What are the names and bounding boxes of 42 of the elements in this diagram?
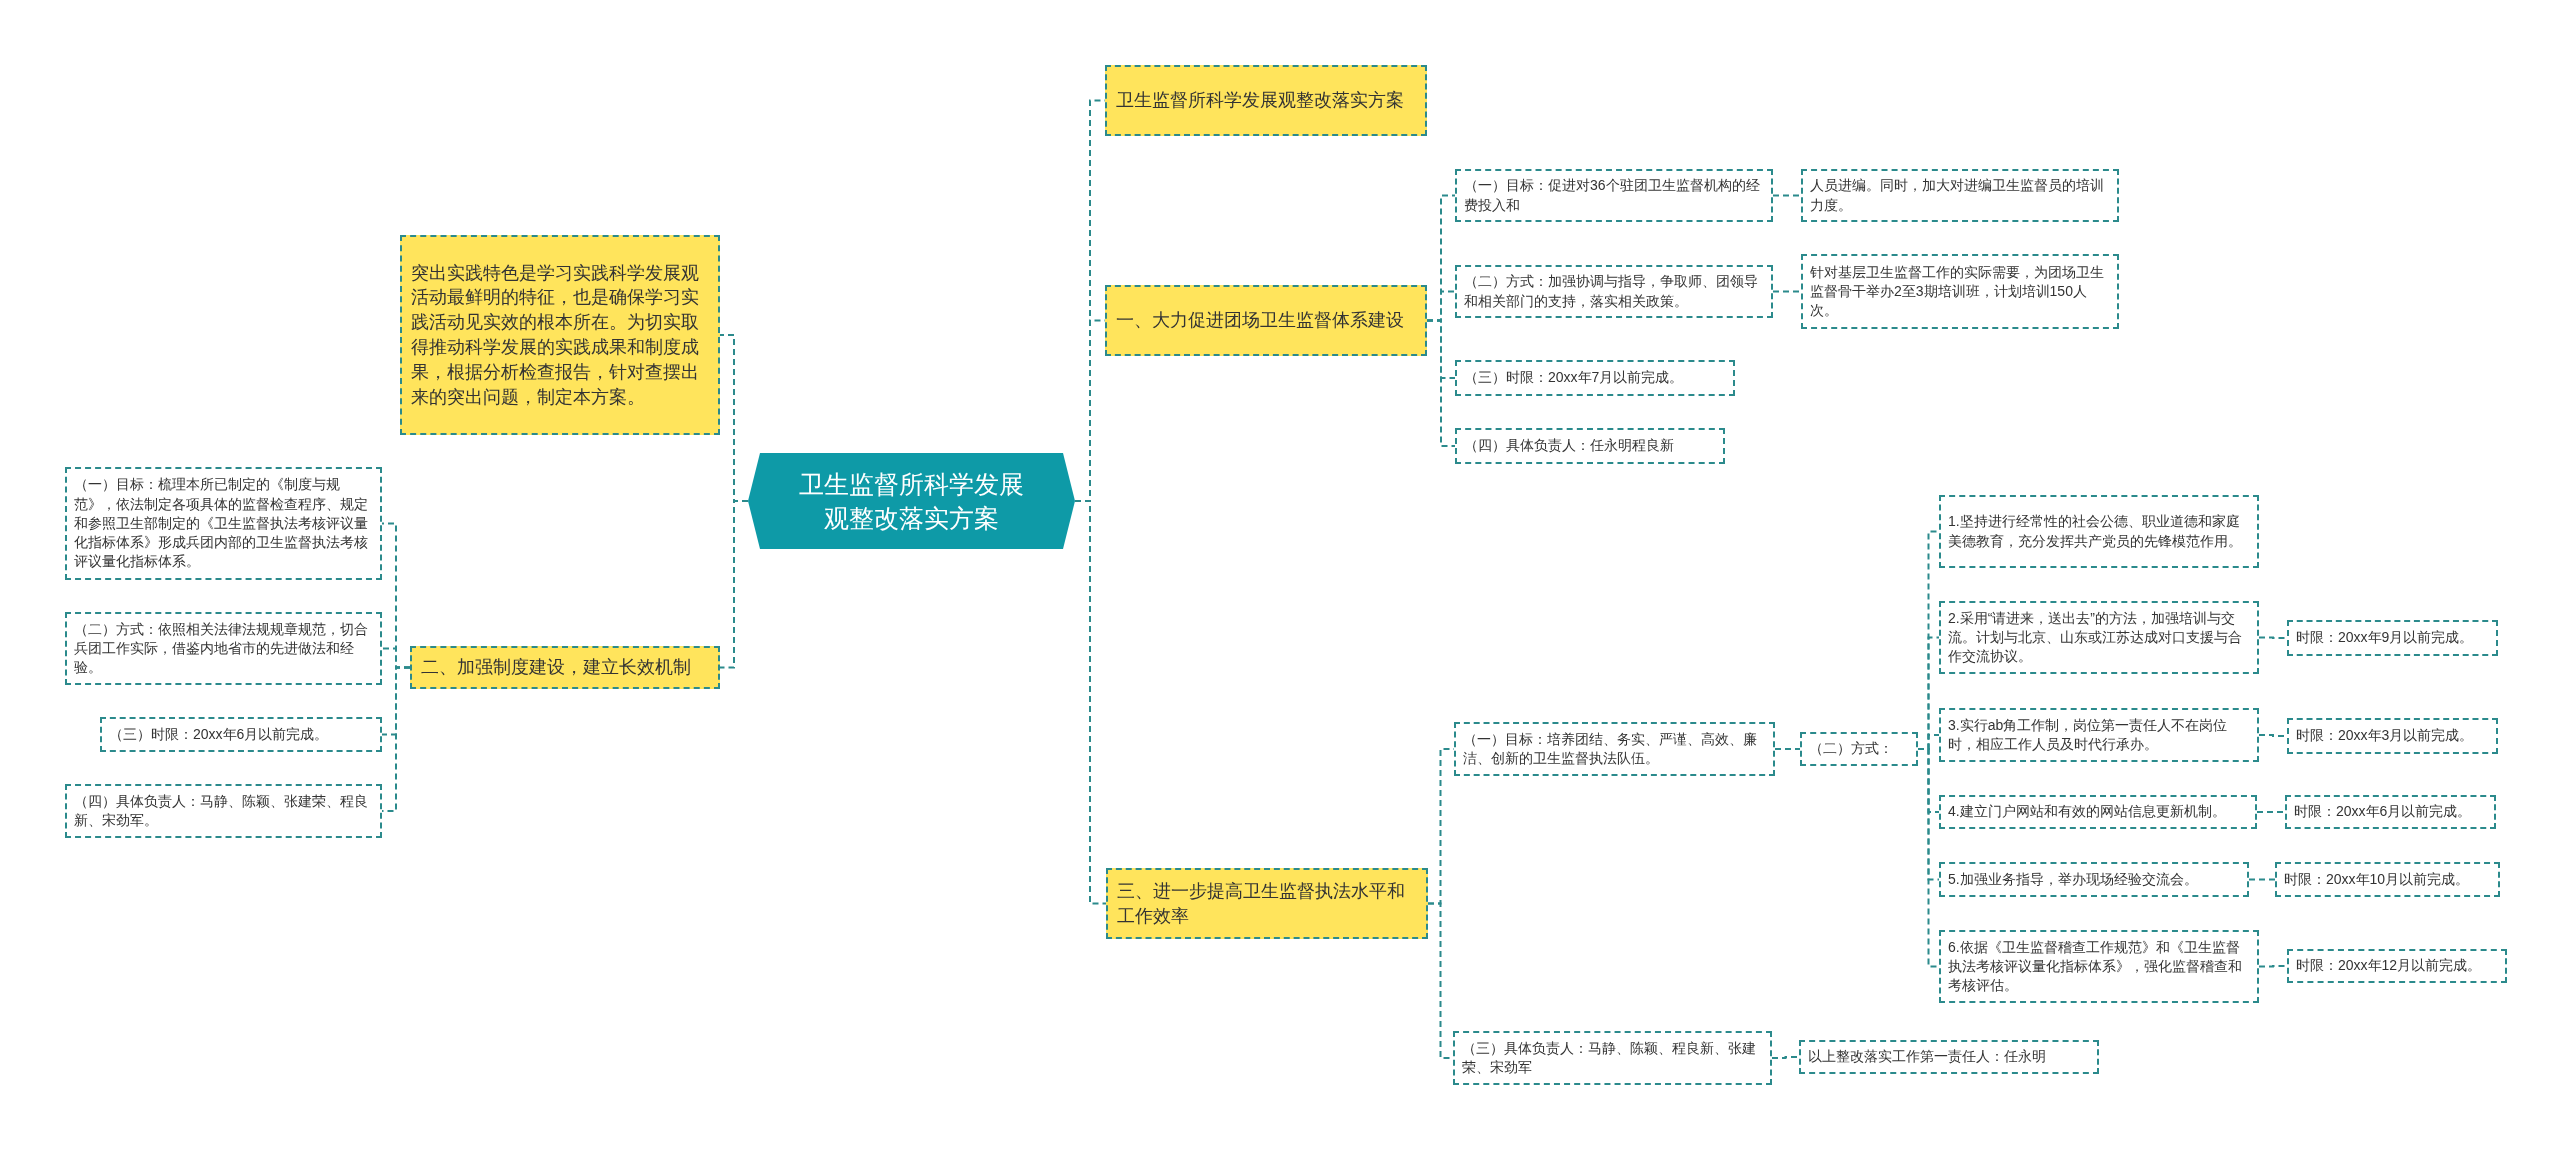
note-box: （三）时限：20xx年6月以前完成。 — [100, 717, 382, 752]
note-box: （二）方式：加强协调与指导，争取师、团领导和相关部门的支持，落实相关政策。 — [1455, 265, 1773, 318]
note-box: （二）方式：依照相关法律法规规章规范，切合兵团工作实际，借鉴内地省市的先进做法和经验。 — [65, 612, 382, 685]
connector-line — [1426, 319, 1456, 447]
branch-box: 一、大力促进团场卫生监督体系建设 — [1105, 285, 1427, 356]
note-box: 针对基层卫生监督工作的实际需要，为团场卫生监督骨干举办2至3期培训班，计划培训150人次。 — [1801, 254, 2119, 329]
note-box: （四）具体负责人：任永明程良新 — [1455, 428, 1725, 464]
connector-line — [1774, 748, 1801, 750]
branch-box: 突出实践特色是学习实践科学发展观活动最鲜明的特征，也是确保学习实践活动见实效的根本所在。为切实取得推动科学发展的实践成果和制度成果，根据分析检查报告，针对查摆出来的突出问题，制定本方案。 — [400, 235, 720, 435]
connector-line — [2256, 811, 2286, 813]
connector-line — [2258, 965, 2288, 968]
note-box: （一）目标：梳理本所已制定的《制度与规范》，依法制定各项具体的监督检查程序、规定和参照卫生部制定的《卫生监督执法考核评议量化指标体系》形成兵团内部的卫生监督执法考核评议量化指标体系。 — [65, 467, 382, 580]
note-box: 时限：20xx年12月以前完成。 — [2287, 949, 2507, 983]
note-box: 3.实行ab角工作制，岗位第一责任人不在岗位时，相应工作人员及时代行承办。 — [1939, 708, 2259, 762]
note-box: 以上整改落实工作第一责任人：任永明 — [1799, 1040, 2099, 1074]
connector-line — [719, 500, 749, 669]
connector-line — [1772, 194, 1802, 197]
note-box: （二）方式： — [1800, 732, 1918, 766]
note-box: （四）具体负责人：马静、陈颖、张建荣、程良新、宋劲军。 — [65, 784, 382, 838]
connector-line — [2248, 878, 2276, 881]
topic-hexagon: 卫生监督所科学发展观整改落实方案 — [748, 453, 1075, 549]
note-box: （一）目标：培养团结、务实、严谨、高效、廉洁、创新的卫生监督执法队伍。 — [1454, 722, 1775, 776]
connector-line — [2258, 636, 2288, 639]
note-box: （三）具体负责人：马静、陈颖、程良新、张建荣、宋劲军 — [1453, 1031, 1772, 1085]
note-box: 2.采用“请进来，送出去”的方法，加强培训与交流。计划与北京、山东或江苏达成对口支援与合作交流协议。 — [1939, 601, 2259, 674]
note-box: 1.坚持进行经常性的社会公德、职业道德和家庭美德教育，充分发挥共产党员的先锋模范作用。 — [1939, 495, 2259, 568]
note-box: 4.建立门户网站和有效的网站信息更新机制。 — [1939, 795, 2257, 829]
connector-line — [1772, 290, 1802, 293]
branch-box: 三、进一步提高卫生监督执法水平和工作效率 — [1106, 868, 1428, 939]
note-box: 时限：20xx年6月以前完成。 — [2285, 795, 2496, 829]
branch-box: 卫生监督所科学发展观整改落实方案 — [1105, 65, 1427, 136]
note-box: 时限：20xx年3月以前完成。 — [2287, 718, 2498, 754]
note-box: 人员进编。同时，加大对进编卫生监督员的培训力度。 — [1801, 169, 2119, 222]
note-box: 6.依据《卫生监督稽查工作规范》和《卫生监督执法考核评议量化指标体系》，强化监督稽查和考核评估。 — [1939, 930, 2259, 1003]
note-box: 时限：20xx年10月以前完成。 — [2275, 862, 2500, 897]
note-box: （三）时限：20xx年7月以前完成。 — [1455, 360, 1735, 396]
connector-line — [1917, 748, 1940, 968]
note-box: 时限：20xx年9月以前完成。 — [2287, 620, 2498, 656]
note-box: （一）目标：促进对36个驻团卫生监督机构的经费投入和 — [1455, 169, 1773, 222]
note-box: 5.加强业务指导，举办现场经验交流会。 — [1939, 862, 2249, 897]
branch-box: 二、加强制度建设，建立长效机制 — [410, 646, 720, 689]
connector-line — [1771, 1056, 1800, 1059]
